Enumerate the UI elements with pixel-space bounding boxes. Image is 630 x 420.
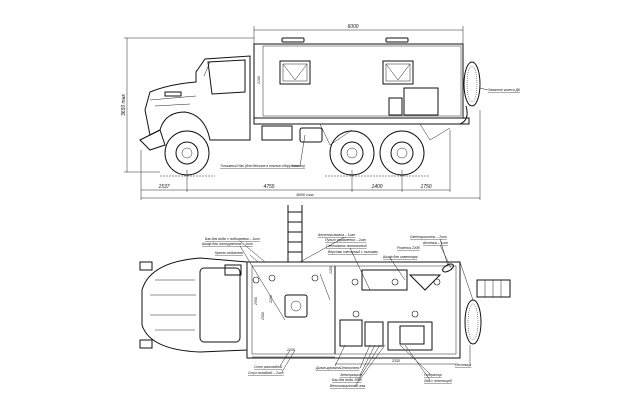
window xyxy=(279,60,311,85)
cabinet-top xyxy=(408,274,442,291)
label: Антенна-мачта – 1шт xyxy=(317,233,355,237)
dim-overall-length: 9600 max xyxy=(296,192,315,197)
generator xyxy=(364,321,384,347)
dim-box-width: 2500 xyxy=(261,312,265,321)
label: Электрощит xyxy=(340,373,362,377)
label: Отопитель xyxy=(340,366,360,370)
label: Стол раскладной xyxy=(254,365,282,369)
labels-top: Бак для воды с подогревом – 1шт Шкаф для… xyxy=(202,233,453,321)
label: Аптечка – 1шт xyxy=(422,241,448,245)
label: Верстак слесарный с тисками xyxy=(328,250,378,254)
fuel-tank xyxy=(299,127,323,143)
ceiling-lights xyxy=(252,274,441,318)
dim-wheelbase: 4755 xyxy=(263,184,274,190)
spare-wheel-plan xyxy=(464,299,482,345)
dim-box-length: 6000 xyxy=(347,24,358,30)
label: Кресло водителя xyxy=(215,251,243,255)
dim-inner-width: 2290 xyxy=(269,295,273,304)
label: Бак для воды с подогревом – 1шт xyxy=(205,237,260,241)
label: Шкаф для инвентаря xyxy=(383,255,418,259)
label: Люк с лестницей xyxy=(423,379,452,383)
front-bumper xyxy=(139,129,166,151)
plan-view: 2250 2330 2550 2500 2290 1200 Бак для во… xyxy=(139,205,511,388)
window xyxy=(382,60,414,85)
labels-bottom: Стол раскладной Стул складной – 2шт Дива… xyxy=(248,344,471,388)
label: Диван-кровать xyxy=(315,366,341,370)
fire-extinguisher xyxy=(442,263,454,273)
label: Розетка 220В xyxy=(397,246,420,250)
label: Лестница xyxy=(454,363,471,367)
label-spare-wheel: Запасное колесо ДК xyxy=(488,88,521,92)
dim-compartment-1: 2250 xyxy=(286,348,295,352)
dim-rear-overhang: 1750 xyxy=(420,184,431,190)
equipment-door xyxy=(403,87,439,116)
rear-wheel xyxy=(329,130,375,176)
equipment-compartment xyxy=(387,321,433,351)
label: Огнетушитель – 2шт xyxy=(410,235,447,239)
label: Генератор xyxy=(424,373,442,377)
roof-vent xyxy=(281,37,305,43)
label-fuel-tank: Топливный бак (для бензина в отсеке обор… xyxy=(220,164,305,168)
ladder xyxy=(287,205,303,262)
cab-top xyxy=(139,257,248,353)
dim-cab-width: 2550 xyxy=(254,297,258,306)
rear-wheel xyxy=(379,130,425,176)
dim-compartment-2: 2330 xyxy=(391,359,400,363)
label: Пульт управления – 2шт xyxy=(325,238,366,242)
spare-wheel xyxy=(463,61,481,107)
label: Бак для воды 100л xyxy=(332,378,362,382)
body-plan xyxy=(246,261,461,359)
hatch-plan xyxy=(284,294,308,318)
dim-overall-height: 3650 max xyxy=(121,94,127,116)
dim-tandem: 1400 xyxy=(371,184,382,190)
hatch xyxy=(388,97,403,116)
label: Шкаф для инструмента – 1шт xyxy=(202,242,253,246)
dim-partition: 1200 xyxy=(329,266,333,274)
front-wheel xyxy=(164,130,210,176)
grille-badge xyxy=(164,91,182,97)
rear-ladder xyxy=(476,279,511,298)
cab xyxy=(139,55,251,151)
dim-front-overhang: 1537 xyxy=(158,184,169,190)
roof-vent xyxy=(385,37,409,43)
chassis-frame xyxy=(253,117,470,125)
cabinet xyxy=(339,319,363,347)
label: Стул складной – 2шт xyxy=(248,371,284,375)
label: Светильник потолочный xyxy=(326,244,367,248)
side-view: 6000 3650 max 2100 xyxy=(121,24,521,200)
workbench xyxy=(361,269,408,291)
label: Вентиляционный люк xyxy=(330,384,366,388)
dim-box-height: 2100 xyxy=(257,76,261,85)
